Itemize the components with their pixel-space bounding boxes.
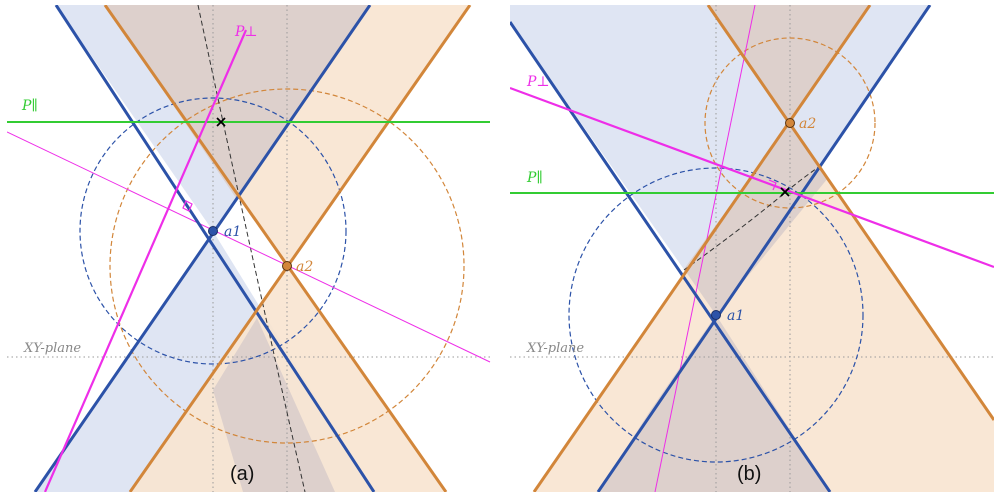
overlap-bottom-a <box>213 318 335 492</box>
caption-b: (b) <box>737 463 761 485</box>
parallel-label-b: P∥ <box>526 170 543 186</box>
xy-plane-label-b: XY-plane <box>526 341 584 356</box>
overlap-top-a <box>105 5 370 198</box>
thin-magenta-line-b <box>654 5 756 492</box>
thin-magenta-line-a <box>7 131 491 363</box>
point-a2-label-a: a2 <box>296 259 313 275</box>
point-a1-panel-b <box>711 310 721 320</box>
point-a1-label-b: a1 <box>727 308 744 324</box>
blue-edge-a-2 <box>33 5 372 492</box>
overlap-middle-b <box>684 123 828 315</box>
panel-b <box>510 5 994 492</box>
intersection-x-marker-b <box>780 187 790 197</box>
orange-edge-b-2 <box>532 5 872 492</box>
intersection-x-marker-a <box>216 117 226 127</box>
black-dashed-curve-b <box>683 165 821 271</box>
panel-a <box>7 5 493 492</box>
right-angle-marker-b <box>768 179 777 191</box>
point-a2-label-b: a2 <box>799 116 816 132</box>
parallel-label-a: P∥ <box>21 98 38 114</box>
perp-label-b: P⊥ <box>526 74 550 90</box>
point-a1-panel-a <box>208 226 218 236</box>
blue-edge-a-1 <box>54 5 376 492</box>
right-angle-marker-a <box>182 200 193 212</box>
point-a2-panel-b <box>785 118 795 128</box>
blue-circle-a <box>79 97 347 365</box>
point-a2-panel-a <box>282 261 292 271</box>
overlap-bottom-b <box>598 315 830 492</box>
orange-edge-b-1 <box>706 5 994 421</box>
perp-plane-line-b <box>510 86 994 269</box>
perp-plane-line-a <box>43 29 248 492</box>
orange-edge-a-1 <box>103 5 448 492</box>
caption-a: (a) <box>230 463 254 485</box>
orange-circle-a <box>109 88 465 444</box>
black-dashed-curve-a <box>197 5 306 492</box>
blue-circle-b <box>568 167 864 463</box>
blue-edge-b-2 <box>596 5 932 492</box>
orange-circle-b <box>704 37 876 209</box>
point-a1-label-a: a1 <box>224 224 241 240</box>
orange-edge-a-2 <box>128 5 472 492</box>
blue-edge-b-1 <box>510 21 832 492</box>
xy-plane-label-a: XY-plane <box>23 341 81 356</box>
perp-label-a: P⊥ <box>234 24 258 40</box>
